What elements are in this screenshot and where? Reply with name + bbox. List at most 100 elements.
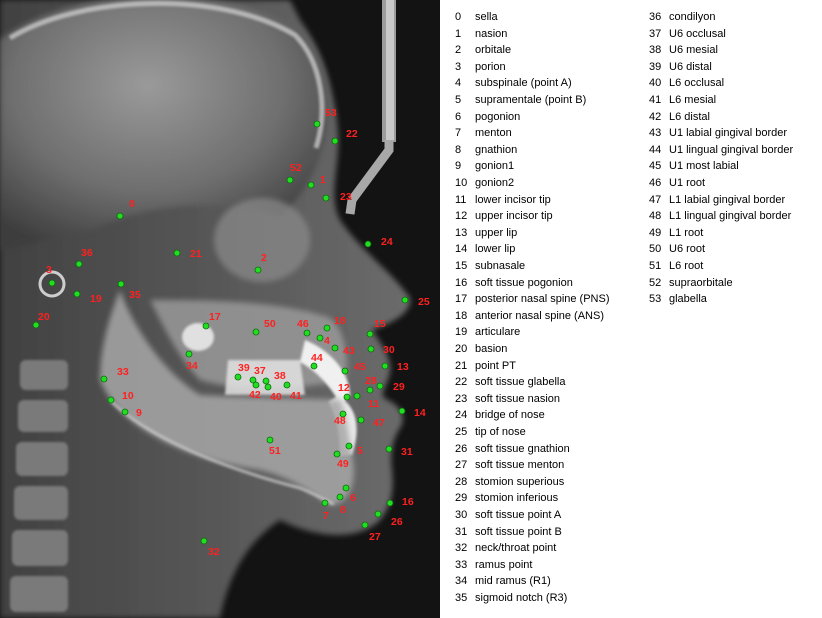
- legend-label: mid ramus (R1): [475, 575, 551, 588]
- legend-number: 40: [649, 77, 662, 90]
- legend-label: U6 distal: [669, 60, 712, 73]
- legend-number: 50: [649, 243, 662, 256]
- nasal-positioner: [345, 0, 396, 215]
- landmark-label-33: 33: [117, 366, 129, 378]
- landmark-dot-52: [286, 176, 294, 184]
- landmark-label-8: 8: [340, 504, 346, 516]
- landmark-dot-1: [307, 181, 315, 189]
- landmark-label-15: 15: [374, 318, 386, 330]
- legend-label: ramus point: [475, 558, 533, 571]
- legend-label: porion: [475, 60, 506, 73]
- landmark-label-43: 43: [343, 345, 355, 357]
- legend-number: 47: [649, 193, 662, 206]
- legend-label: U1 root: [669, 177, 706, 189]
- legend-label: soft tissue menton: [475, 459, 565, 472]
- legend-number: 0: [455, 11, 462, 23]
- legend-label: basion: [475, 343, 508, 355]
- landmark-label-42: 42: [249, 389, 261, 401]
- legend-label: orbitale: [475, 44, 512, 57]
- landmark-label-5: 5: [357, 445, 363, 457]
- legend-number: 51: [649, 260, 662, 272]
- legend-label: gonion2: [475, 177, 515, 189]
- landmark-dot-46: [303, 329, 311, 337]
- landmark-label-12: 12: [338, 382, 350, 394]
- legend-number: 9: [455, 160, 462, 173]
- legend-label: soft tissue gnathion: [475, 442, 570, 455]
- legend-label: posterior nasal spine (PNS): [475, 293, 610, 306]
- cervical-spine: [10, 360, 68, 612]
- legend-number: 35: [455, 592, 468, 604]
- landmark-dot-29: [376, 382, 384, 390]
- landmark-dot-40: [264, 383, 272, 391]
- legend-label: soft tissue nasion: [475, 392, 560, 405]
- landmark-dot-25: [401, 296, 409, 304]
- legend-label: L6 mesial: [669, 94, 717, 106]
- landmark-label-21: 21: [190, 248, 202, 260]
- landmark-label-2: 2: [261, 252, 267, 264]
- legend-number: 15: [455, 260, 468, 272]
- landmark-label-48: 48: [334, 415, 346, 427]
- legend-label: gnathion: [475, 143, 518, 156]
- landmark-dot-35: [117, 280, 125, 288]
- legend-number: 44: [649, 143, 662, 156]
- legend-number: 36: [649, 11, 662, 23]
- landmark-label-32: 32: [208, 546, 220, 558]
- landmark-dot-17: [202, 322, 210, 330]
- landmark-label-3: 3: [46, 264, 52, 276]
- landmark-label-4: 4: [324, 335, 330, 347]
- ear-rod: [38, 270, 66, 298]
- landmark-dot-24: [364, 240, 372, 248]
- landmark-label-20: 20: [38, 311, 50, 323]
- legend-number: 21: [455, 359, 468, 372]
- landmark-dot-30: [367, 345, 375, 353]
- landmark-label-26: 26: [391, 516, 403, 528]
- landmark-dot-9: [121, 408, 129, 416]
- legend-number: 25: [455, 426, 468, 438]
- legend-label: soft tissue point B: [475, 525, 562, 538]
- legend-label: neck/throat point: [475, 542, 557, 555]
- legend-label: menton: [475, 127, 512, 140]
- legend-label: soft tissue point A: [475, 509, 562, 521]
- skull-outline: [8, 1, 325, 149]
- legend-number: 43: [649, 127, 662, 140]
- landmark-label-47: 47: [373, 417, 385, 429]
- landmark-dot-27: [361, 521, 369, 529]
- skull-vault: [0, 0, 329, 250]
- landmark-label-37: 37: [254, 365, 266, 377]
- landmark-dot-26: [374, 510, 382, 518]
- legend-label: U6 mesial: [669, 44, 718, 57]
- landmark-label-40: 40: [270, 391, 282, 403]
- legend-label: stomion inferious: [475, 492, 559, 505]
- landmark-dot-32: [200, 537, 208, 545]
- landmark-dot-44: [310, 362, 318, 370]
- legend-label: lower incisor tip: [475, 193, 551, 206]
- legend-label: anterior nasal spine (ANS): [475, 309, 605, 322]
- landmark-label-30: 30: [383, 344, 395, 356]
- landmark-label-23: 23: [340, 191, 352, 203]
- landmark-label-35: 35: [129, 289, 141, 301]
- landmark-dot-28: [366, 386, 374, 394]
- legend-label: bridge of nose: [475, 409, 545, 422]
- legend-number: 16: [455, 276, 468, 289]
